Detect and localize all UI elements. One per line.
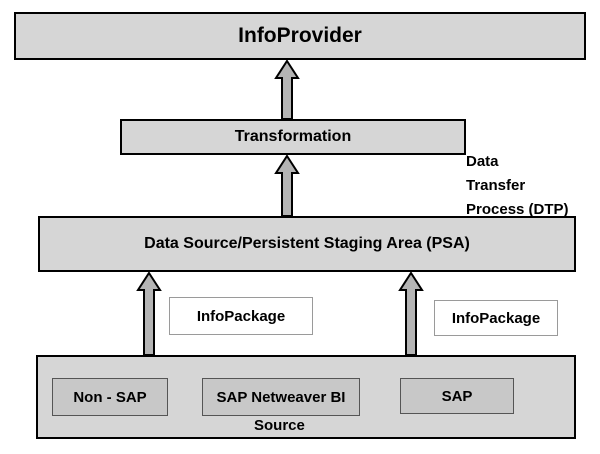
arrow-up-icon xyxy=(274,154,300,217)
arrow-up-icon xyxy=(398,271,424,356)
arrow-up-icon xyxy=(274,59,300,120)
source-item-label: Non - SAP xyxy=(73,388,147,406)
transformation-label: Transformation xyxy=(234,128,352,145)
dtp-label-line-2: Transfer xyxy=(466,177,526,194)
data-source-psa-label: Data Source/Persistent Staging Area (PSA… xyxy=(144,235,470,252)
info-provider-label: InfoProvider xyxy=(238,24,362,47)
source-item-non-sap: Non - SAP xyxy=(52,378,168,416)
data-source-psa-box: Data Source/Persistent Staging Area (PSA… xyxy=(38,216,576,272)
info-package-left-box: InfoPackage xyxy=(169,297,313,335)
info-package-right-label: InfoPackage xyxy=(451,309,541,327)
dtp-label: Data Transfer Process (DTP) xyxy=(466,150,569,222)
source-item-sap-netweaver-bi: SAP Netweaver BI xyxy=(202,378,360,416)
source-item-label: SAP Netweaver BI xyxy=(216,388,346,406)
source-item-sap: SAP xyxy=(400,378,514,414)
dtp-label-line-3: Process (DTP) xyxy=(466,201,569,218)
arrow-up-icon xyxy=(136,271,162,356)
info-provider-box: InfoProvider xyxy=(14,12,586,60)
info-package-right-box: InfoPackage xyxy=(434,300,558,336)
source-item-label: SAP xyxy=(441,387,473,405)
dtp-label-line-1: Data xyxy=(466,153,499,170)
transformation-box: Transformation xyxy=(120,119,466,155)
info-package-left-label: InfoPackage xyxy=(196,307,286,325)
source-label: Source xyxy=(254,417,305,434)
